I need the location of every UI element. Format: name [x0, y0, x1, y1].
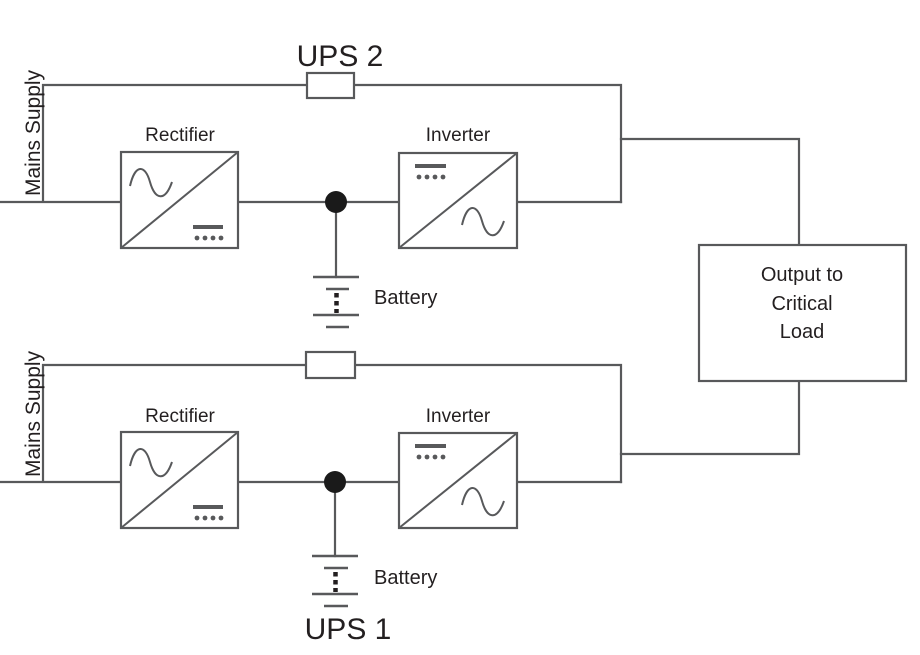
- dc-dot: [440, 174, 446, 180]
- dc-symbol-icon: [415, 164, 446, 180]
- ups2-mains-branch-wire: [41, 83, 309, 203]
- dc-dot: [416, 454, 422, 460]
- ups2-rectifier-diagonal: [120, 151, 239, 249]
- ups1-bypass-switch: [304, 350, 357, 380]
- dc-symbol-icon: [193, 505, 224, 521]
- ups1-battery-symbol: [312, 554, 358, 608]
- ups1-unit: UPS 1 Mains Supply Rectifier Inverter Ba…: [0, 350, 801, 646]
- output-label-line2: Critical: [771, 293, 832, 315]
- ups2-rectifier-block: [119, 150, 240, 250]
- ups1-mains-supply-label: Mains Supply: [22, 350, 45, 477]
- ups2-inverter-label: Inverter: [426, 125, 491, 146]
- ups2-inverter-diagonal: [398, 152, 518, 249]
- ups1-junction-dot: [324, 471, 346, 493]
- dc-dot: [202, 235, 208, 241]
- ups2-bypass-switch: [305, 71, 356, 100]
- ups1-rectifier-block: [119, 430, 240, 530]
- output-label-line3: Load: [780, 321, 825, 343]
- output-block: Output to Critical Load: [697, 243, 908, 383]
- ups2-battery-label: Battery: [374, 287, 437, 309]
- ups2-title: UPS 2: [297, 40, 384, 73]
- ups2-inverter-block: [397, 151, 519, 250]
- ups2-bypass-wire: [352, 83, 623, 204]
- dc-dot: [194, 235, 200, 241]
- ups1-output-wire: [619, 379, 801, 456]
- dc-dot: [432, 174, 438, 180]
- ups2-output-wire: [619, 137, 801, 247]
- dc-dot: [424, 454, 430, 460]
- ups1-inverter-diagonal: [398, 432, 518, 529]
- ups1-title: UPS 1: [305, 613, 392, 646]
- ups1-mains-branch-wire: [41, 363, 308, 483]
- dc-dot: [218, 235, 224, 241]
- ups2-junction-dot: [325, 191, 347, 213]
- dc-symbol-icon: [193, 225, 224, 241]
- output-label-line1: Output to: [761, 264, 843, 286]
- dc-symbol-icon: [415, 444, 446, 460]
- ups1-battery-label: Battery: [374, 567, 437, 589]
- ups1-rectifier-label: Rectifier: [145, 406, 215, 427]
- ups2-rectifier-label: Rectifier: [145, 125, 215, 146]
- ups1-inverter-block: [397, 431, 519, 530]
- dc-dot: [202, 515, 208, 521]
- dc-dot: [432, 454, 438, 460]
- ac-sine-icon: [461, 487, 505, 517]
- ups2-mains-supply-label: Mains Supply: [22, 69, 45, 196]
- dc-dot: [218, 515, 224, 521]
- dc-dot: [416, 174, 422, 180]
- dc-dot: [440, 454, 446, 460]
- output-box: [697, 243, 908, 383]
- ups2-battery-symbol: [313, 275, 359, 329]
- dc-dot: [194, 515, 200, 521]
- ups1-bypass-wire: [353, 363, 623, 484]
- dc-dot: [210, 515, 216, 521]
- ac-sine-icon: [129, 448, 173, 478]
- dc-dot: [210, 235, 216, 241]
- ups1-rectifier-diagonal: [120, 431, 239, 529]
- ups2-unit: UPS 2 Mains Supply Rectifier Inverter Ba…: [0, 40, 801, 329]
- ac-sine-icon: [129, 168, 173, 198]
- ups1-inverter-label: Inverter: [426, 406, 491, 427]
- ac-sine-icon: [461, 207, 505, 237]
- dc-dot: [424, 174, 430, 180]
